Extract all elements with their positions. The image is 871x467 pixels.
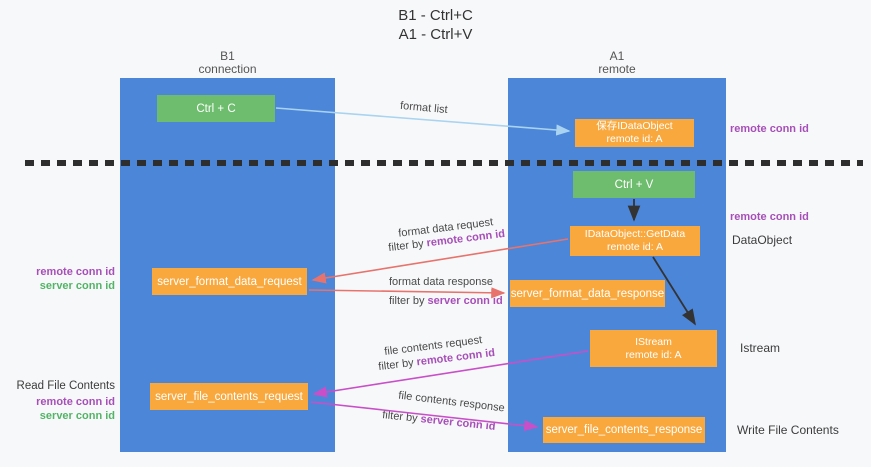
edge-label-file-contents-response: file contents response [397,389,506,415]
edge-label-format-list: format list [399,99,449,117]
title-line-1: B1 - Ctrl+C [398,7,473,24]
node-server-format-data-request: server_format_data_request [152,268,307,295]
node-server-file-contents-request: server_file_contents_request [150,383,308,410]
machine-boundary-dashed-divider [25,160,863,166]
label-server-conn-id-format: server conn id [39,280,115,292]
label-remote-conn-id-file: remote conn id [36,396,115,408]
label-remote-conn-id-mid: remote conn id [730,211,809,223]
edge-label-format-data-response: format data response [389,276,493,288]
label-istream: Istream [740,341,781,355]
node-getdata-line1: IDataObject::GetData [584,228,686,240]
left-column-role: connection [198,62,257,76]
edge-label-filter-file-response: filter by server conn id [382,409,496,433]
node-ctrl-c: Ctrl + C [157,95,275,122]
node-ctrl-v: Ctrl + V [573,171,695,198]
arrow-format-data-response [308,287,506,299]
title-line-2: A1 - Ctrl+V [398,26,473,43]
diagram-title: B1 - Ctrl+C A1 - Ctrl+V [0,6,871,44]
label-server-conn-id-file: server conn id [39,410,115,422]
node-server-format-data-response: server_format_data_response [510,280,665,307]
label-group-format-conn-ids: remote conn id server conn id [10,265,115,293]
node-save-idataobject-line2: remote id: A [606,133,663,145]
server-conn-id-highlight: server conn id [427,295,503,307]
node-save-idataobject-line1: 保存IDataObject [596,120,673,132]
label-write-file-contents: Write File Contents [737,423,839,437]
label-dataobject: DataObject [732,233,793,247]
right-column-name: A1 [609,49,625,63]
node-getdata-line2: remote id: A [606,241,664,253]
label-remote-conn-id-top: remote conn id [730,123,809,135]
filter-by-text: filter by [381,409,422,426]
node-istream-line1: IStream [635,335,672,348]
node-save-idataobject: 保存IDataObject remote id: A [575,119,694,147]
label-group-file-conn-ids: Read File Contents remote conn id server… [10,379,115,423]
node-server-file-contents-response: server_file_contents_response [543,417,705,443]
edge-label-filter-format-response: filter by server conn id [389,295,503,307]
filter-by-text: filter by [387,237,428,255]
label-read-file-contents: Read File Contents [16,380,115,392]
filter-by-text: filter by [389,295,428,307]
right-column-header: A1 remote [508,50,726,76]
node-istream-line2: remote id: A [625,348,682,361]
filter-by-text: filter by [377,356,418,374]
node-istream: IStream remote id: A [590,330,717,367]
left-column-name: B1 [220,49,235,63]
node-idataobject-getdata: IDataObject::GetData remote id: A [570,226,700,256]
label-remote-conn-id-format: remote conn id [36,266,115,278]
left-column-header: B1 connection [120,50,335,76]
server-conn-id-highlight: server conn id [419,413,497,433]
right-column-role: remote [598,62,636,76]
